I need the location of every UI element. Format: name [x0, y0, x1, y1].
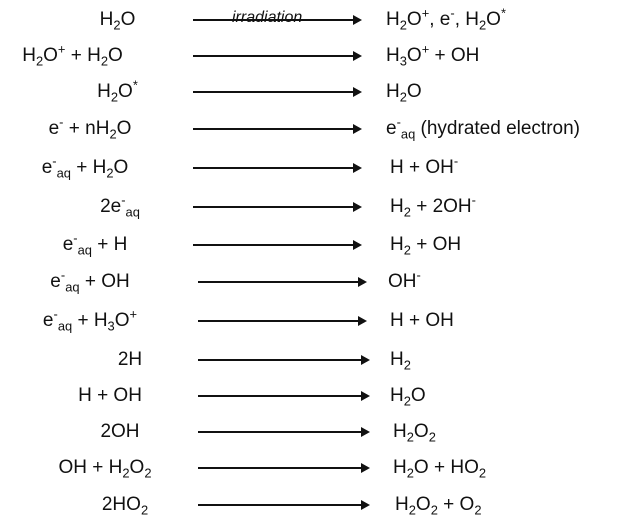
products: OH- [388, 267, 421, 292]
reaction-arrow-icon [198, 500, 370, 510]
reaction-arrow-icon [193, 124, 362, 134]
reaction-arrow-icon [198, 463, 370, 473]
products: H + OH [390, 310, 454, 331]
irradiation-label: irradiation [232, 9, 303, 26]
products: H3O+ + OH [386, 41, 480, 69]
reaction-row: H2O* H2O [0, 74, 621, 110]
reaction-row: e-aq + H2O H + OH- [0, 150, 621, 186]
reaction-arrow-icon [198, 355, 370, 365]
reactants: e-aq + H [62, 230, 128, 258]
reaction-row: e-aq + OH OH- [0, 264, 621, 300]
products: H + OH- [390, 153, 459, 178]
reaction-row: H2O+ + H2O H3O+ + OH [0, 38, 621, 74]
reaction-row: e-aq + H H2 + OH [0, 227, 621, 263]
reaction-arrow-icon [193, 202, 362, 212]
reaction-row: 2H H2 [0, 342, 621, 378]
products: H2 [390, 349, 411, 373]
products: H2 + OH [390, 234, 462, 258]
reaction-row: H + OH H2O [0, 378, 621, 414]
products: H2O2 [393, 421, 436, 445]
reactants: H + OH [78, 385, 142, 406]
products: H2O [386, 81, 422, 105]
reaction-row: H2O H2O+, e-, H2O* [0, 2, 621, 38]
reactants: e- + nH2O [48, 114, 132, 142]
reaction-row: 2OH H2O2 [0, 414, 621, 450]
reaction-row: 2HO2 H2O2 + O2 [0, 487, 621, 523]
reaction-arrow-icon [198, 391, 370, 401]
reaction-row: e-aq + H3O+ H + OH [0, 303, 621, 339]
reaction-arrow-icon [198, 277, 367, 287]
reaction-arrow-icon [193, 87, 362, 97]
reaction-arrow-icon [193, 51, 362, 61]
reactants: 2HO2 [101, 494, 149, 518]
products: H2O+, e-, H2O* [386, 5, 506, 33]
reaction-arrow-icon [198, 427, 370, 437]
reaction-row: 2e-aq H2 + 2OH- [0, 189, 621, 225]
products: e-aq (hydrated electron) [386, 114, 580, 142]
reactants: 2H [117, 349, 143, 370]
reaction-arrow-icon [193, 163, 362, 173]
reactants: OH + H2O2 [58, 457, 152, 481]
products: H2O + HO2 [393, 457, 487, 481]
reaction-row: OH + H2O2 H2O + HO2 [0, 450, 621, 486]
reactants: H2O+ + H2O [22, 41, 123, 69]
products: H2 + 2OH- [390, 192, 476, 220]
reactants: 2OH [100, 421, 140, 442]
reactants: e-aq + H3O+ [42, 306, 138, 334]
reactants: e-aq + OH [50, 267, 130, 295]
products: H2O2 + O2 [395, 494, 482, 518]
products: H2O [390, 385, 426, 409]
reactants: H2O* [97, 77, 138, 105]
reaction-arrow-icon [193, 15, 362, 25]
reactants: H2O [99, 9, 136, 33]
reactants: e-aq + H2O [41, 153, 129, 181]
reactants: 2e-aq [100, 192, 140, 220]
reaction-arrow-icon [193, 240, 362, 250]
reaction-arrow-icon [198, 316, 367, 326]
reaction-row: e- + nH2O e-aq (hydrated electron) [0, 111, 621, 147]
